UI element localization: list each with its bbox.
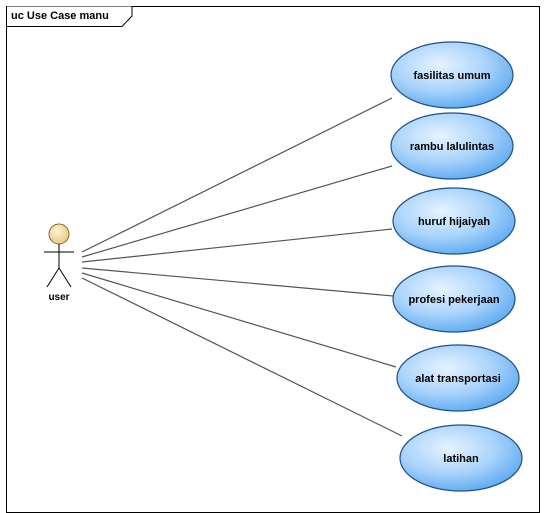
use-case-fasilitas-umum[interactable]: fasilitas umum [390, 41, 514, 109]
use-case-ellipse [396, 344, 520, 412]
use-case-ellipse [399, 424, 523, 492]
use-case-label: fasilitas umum [413, 70, 490, 82]
use-case-ellipse [390, 112, 514, 180]
use-case-label: latihan [443, 453, 479, 465]
association-line [81, 165, 393, 258]
use-case-label: alat transportasi [415, 373, 501, 385]
use-case-alat-transportasi[interactable]: alat transportasi [396, 344, 520, 412]
actor-user[interactable]: user [44, 223, 74, 303]
use-case-label: rambu lalulintas [410, 141, 494, 153]
use-case-label: profesi pekerjaan [408, 294, 499, 306]
frame-tab [6, 6, 133, 27]
actor-head [48, 223, 70, 245]
use-case-ellipse [392, 187, 516, 255]
association-line [81, 267, 394, 297]
association-line [81, 272, 397, 368]
use-case-ellipse [390, 41, 514, 109]
use-case-profesi-pekerjaan[interactable]: profesi pekerjaan [392, 265, 516, 333]
association-line [81, 97, 393, 253]
use-case-rambu-lalulintas[interactable]: rambu lalulintas [390, 112, 514, 180]
use-case-latihan[interactable]: latihan [399, 424, 523, 492]
actor-right-leg [58, 267, 72, 288]
associations [81, 97, 403, 437]
actor-label: user [48, 292, 69, 303]
actor-left-leg [46, 267, 60, 288]
association-line [81, 228, 393, 263]
frame-label: uc Use Case manu [11, 10, 109, 22]
use-case-label: huruf hijaiyah [418, 216, 490, 228]
association-line [81, 277, 403, 437]
use-case-ellipse [392, 265, 516, 333]
use-case-huruf-hijaiyah[interactable]: huruf hijaiyah [392, 187, 516, 255]
